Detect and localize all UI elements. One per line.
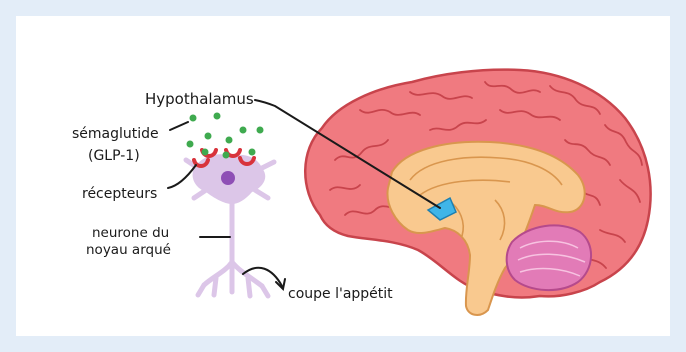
neuron-label-line1: neurone du [92, 225, 169, 241]
receptors-leader [168, 165, 196, 188]
hypothalamus-label: Hypothalamus [145, 90, 254, 108]
receptors-label: récepteurs [82, 186, 157, 202]
semaglutide-label-line1: sémaglutide [72, 126, 159, 142]
neuron-label-line2: noyau arqué [86, 242, 171, 258]
semaglutide-leader [170, 122, 188, 130]
semaglutide-label-line2: (GLP-1) [88, 148, 140, 164]
cerebellum [507, 225, 591, 290]
brain [305, 70, 650, 315]
appetite-label: coupe l'appétit [288, 286, 393, 302]
arcuate-neuron [186, 154, 274, 296]
neuron-nucleus [221, 171, 235, 185]
